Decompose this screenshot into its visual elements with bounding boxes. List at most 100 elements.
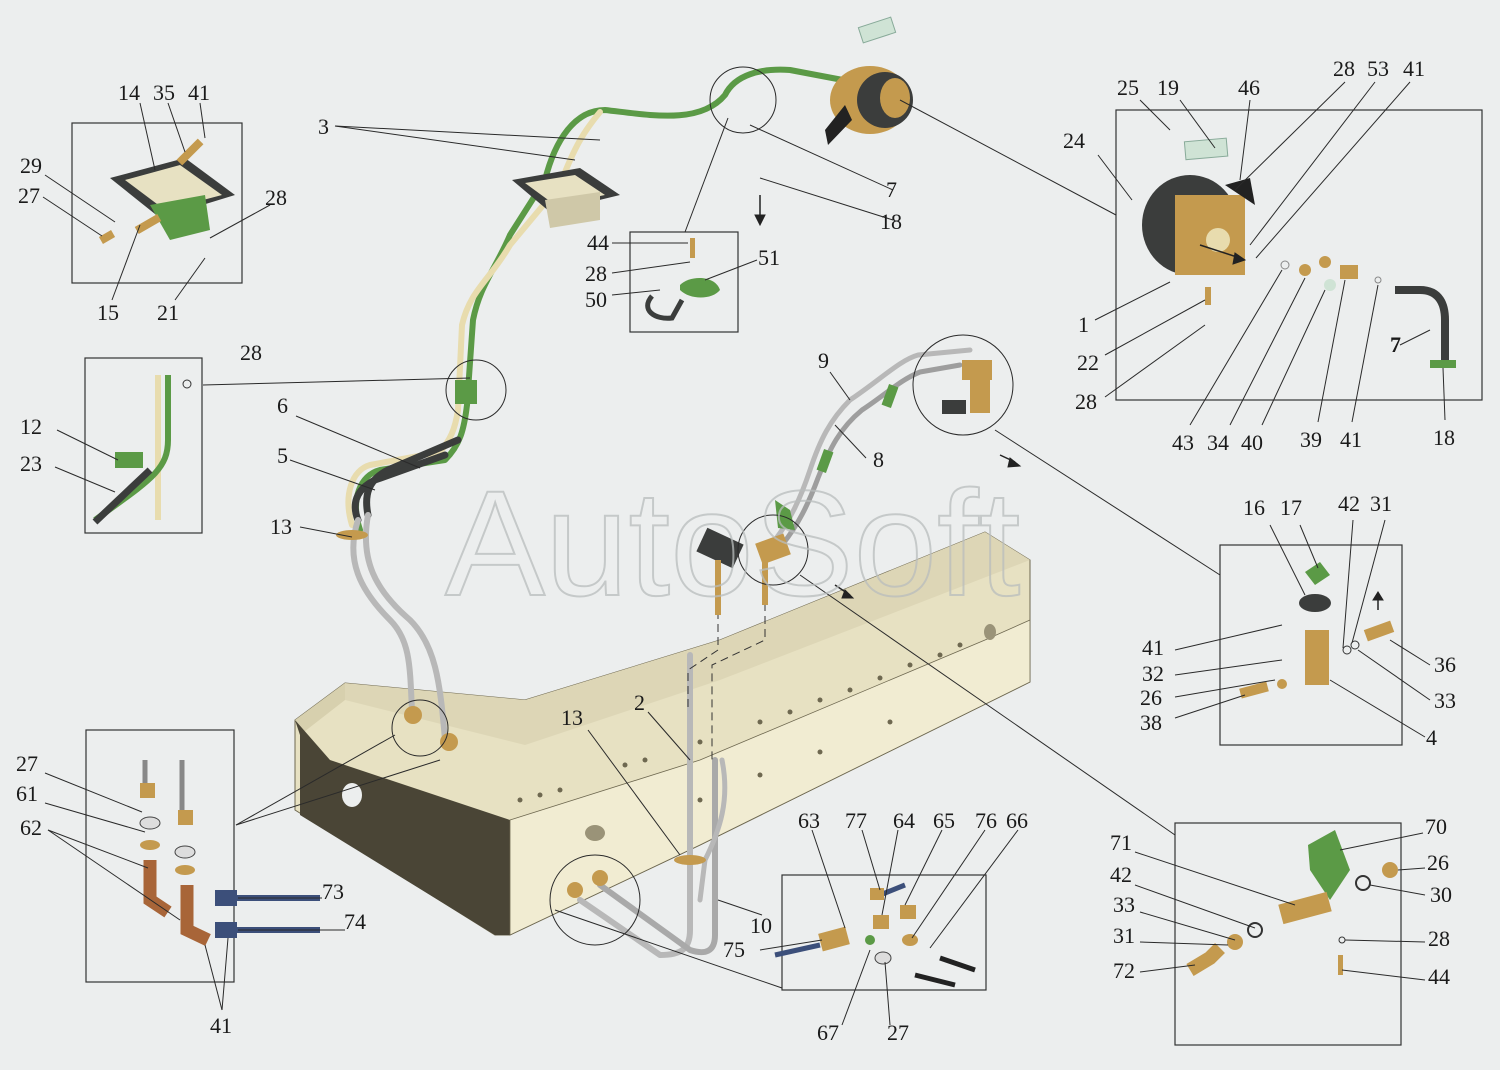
callout-42: 42 [1338, 491, 1360, 516]
callout-42: 42 [1110, 862, 1132, 887]
callout-63: 63 [798, 808, 820, 833]
callout-13: 13 [561, 705, 583, 730]
callout-65: 65 [933, 808, 955, 833]
callout-24: 24 [1063, 128, 1085, 153]
callout-28: 28 [265, 185, 287, 210]
callout-41: 41 [1142, 635, 1164, 660]
heater-unit [825, 16, 913, 145]
callout-21: 21 [157, 300, 179, 325]
callout-9: 9 [818, 348, 829, 373]
callout-28: 28 [240, 340, 262, 365]
callout-1: 1 [1078, 312, 1089, 337]
callout-3: 3 [318, 114, 329, 139]
callout-27: 27 [18, 183, 40, 208]
callout-17: 17 [1280, 495, 1302, 520]
callout-44: 44 [1428, 964, 1450, 989]
callout-73: 73 [322, 879, 344, 904]
callout-53: 53 [1367, 56, 1389, 81]
callout-19: 19 [1157, 75, 1179, 100]
callout-64: 64 [893, 808, 915, 833]
callout-50: 50 [585, 287, 607, 312]
callout-39: 39 [1300, 427, 1322, 452]
inset-heater-parts [1142, 137, 1456, 368]
inset-unions-parts [774, 882, 976, 988]
callout-18: 18 [1433, 425, 1455, 450]
clamp-6 [455, 380, 477, 404]
filler-box [512, 168, 620, 228]
callout-12: 12 [20, 414, 42, 439]
callout-51: 51 [758, 245, 780, 270]
callout-74: 74 [344, 909, 366, 934]
clamp-13 [336, 530, 368, 540]
callout-31: 31 [1370, 491, 1392, 516]
callout-7: 7 [1390, 332, 1401, 357]
callout-15: 15 [97, 300, 119, 325]
callout-76: 76 [975, 808, 997, 833]
callout-43: 43 [1172, 430, 1194, 455]
inset-unions [781, 874, 987, 991]
frame-fittings [404, 706, 608, 898]
dashed-guides [687, 585, 766, 760]
callout-28: 28 [1428, 926, 1450, 951]
callout-61: 61 [16, 781, 38, 806]
callout-22: 22 [1077, 350, 1099, 375]
callout-25: 25 [1117, 75, 1139, 100]
pipe-2 [577, 707, 693, 958]
callout-4: 4 [1426, 725, 1437, 750]
callout-6: 6 [277, 393, 288, 418]
inset-clip-parts [645, 238, 720, 321]
inset-filler-parts [98, 138, 235, 244]
inset-clip [629, 231, 739, 333]
pipe-8 [779, 362, 963, 548]
arrow-icon [754, 195, 1384, 610]
callout-33: 33 [1434, 688, 1456, 713]
detail-circles [391, 66, 1014, 946]
callout-44: 44 [587, 230, 609, 255]
inset-clamp-parts [92, 375, 192, 525]
callout-38: 38 [1140, 710, 1162, 735]
callout-7: 7 [886, 177, 897, 202]
callout-28: 28 [1333, 56, 1355, 81]
callout-46: 46 [1238, 75, 1260, 100]
callout-41: 41 [210, 1013, 232, 1038]
inset-heater [1115, 109, 1483, 401]
callout-35: 35 [153, 80, 175, 105]
inset-elbows-parts [139, 760, 320, 946]
callout-29: 29 [20, 153, 42, 178]
callout-26: 26 [1140, 685, 1162, 710]
callout-41: 41 [1403, 56, 1425, 81]
callout-28: 28 [585, 261, 607, 286]
clamp-13b [674, 855, 706, 865]
callout-2: 2 [634, 690, 645, 715]
callout-5: 5 [277, 443, 288, 468]
callout-33: 33 [1113, 892, 1135, 917]
callout-75: 75 [723, 937, 745, 962]
grey-pipe [350, 517, 415, 715]
inset-clamp [84, 357, 203, 534]
callout-27: 27 [16, 751, 38, 776]
inset-tee-parts [1186, 830, 1398, 977]
callout-30: 30 [1430, 882, 1452, 907]
callout-26: 26 [1427, 850, 1449, 875]
pipe-run [345, 66, 973, 958]
callout-41: 41 [1340, 427, 1362, 452]
valve-cluster [696, 500, 795, 615]
inset-valve-parts [1239, 562, 1395, 699]
inset-tee [1174, 822, 1402, 1046]
callout-8: 8 [873, 447, 884, 472]
inset-valve [1219, 544, 1403, 746]
callout-71: 71 [1110, 830, 1132, 855]
valve-upper-right [942, 360, 992, 414]
callout-13: 13 [270, 514, 292, 539]
callout-77: 77 [845, 808, 867, 833]
callout-16: 16 [1243, 495, 1265, 520]
inset-elbows [85, 729, 235, 983]
callout-67: 67 [817, 1020, 839, 1045]
callout-34: 34 [1207, 430, 1229, 455]
callout-72: 72 [1113, 958, 1135, 983]
watermark: AutoSoft [445, 459, 1020, 627]
callout-18: 18 [880, 209, 902, 234]
callout-66: 66 [1006, 808, 1028, 833]
cream-pipe [345, 109, 603, 528]
